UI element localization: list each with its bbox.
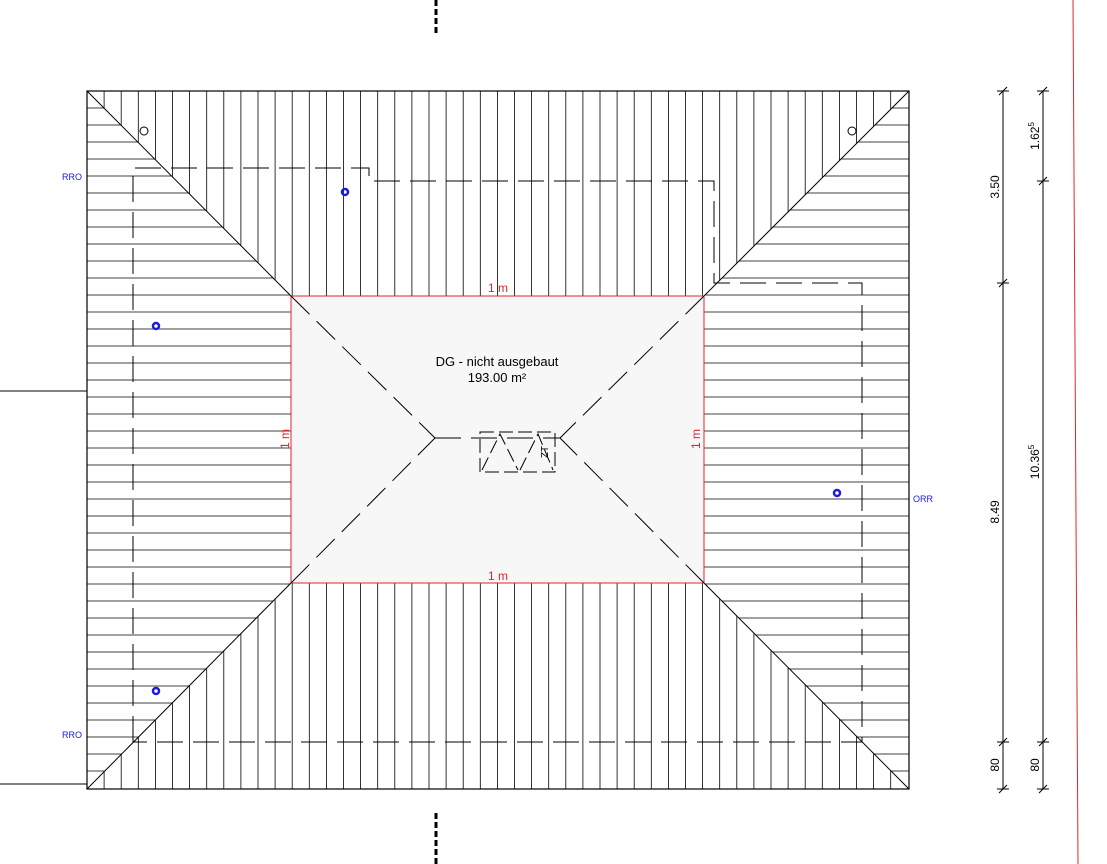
- downpipe-label-right: ORR: [913, 494, 934, 504]
- edge-label-left: 1 m: [278, 429, 292, 449]
- hip-lines: [86, 90, 910, 790]
- downpipe-icon: [151, 686, 161, 696]
- eaves-line: [132, 167, 863, 743]
- flat-roof-area: [290, 295, 705, 584]
- dimension-tick: [1038, 737, 1048, 747]
- dimension-tick: [1038, 86, 1048, 96]
- vent-icon: [139, 126, 149, 136]
- edge-label-bottom: 1 m: [488, 569, 508, 583]
- dimension-tick: [1038, 176, 1048, 186]
- downpipe-label-bottom-left: RRO: [62, 730, 82, 740]
- chimney-label: ZT: [540, 446, 551, 458]
- dimension-tick: [998, 86, 1008, 96]
- edge-label-top: 1 m: [488, 281, 508, 295]
- downpipe-icon: [151, 321, 161, 331]
- dimension-tick: [998, 784, 1008, 794]
- dimension-tick: [1038, 784, 1048, 794]
- hidden-ridge-lines: [132, 167, 863, 743]
- dim-inner-2: 10.365: [1027, 444, 1042, 479]
- downpipe-label-top-left: RRO: [62, 172, 82, 182]
- edge-label-right: 1 m: [689, 429, 703, 449]
- room-name: DG - nicht ausgebaut: [436, 354, 559, 369]
- room-area: 193.00 m²: [468, 370, 527, 385]
- downpipe-icon: [340, 187, 350, 197]
- dim-outer-1: 3.50: [988, 175, 1002, 199]
- dim-inner-1: 1.625: [1027, 122, 1042, 150]
- roof-outline: [86, 90, 910, 790]
- dimension-chain-inner: [1037, 86, 1049, 794]
- wall-lines: [0, 390, 87, 785]
- dim-inner-3: 80: [1028, 758, 1042, 772]
- dim-outer-3: 80: [988, 758, 1002, 772]
- dim-outer-2: 8.49: [988, 500, 1002, 524]
- downpipe-icon: [832, 488, 842, 498]
- property-line: [1072, 0, 1079, 864]
- chimney: [479, 431, 556, 473]
- vent-icon: [847, 126, 857, 136]
- dimension-tick: [998, 278, 1008, 288]
- dimension-chain-outer: [997, 86, 1009, 794]
- dimension-tick: [998, 737, 1008, 747]
- downpipe-markers: [151, 187, 842, 696]
